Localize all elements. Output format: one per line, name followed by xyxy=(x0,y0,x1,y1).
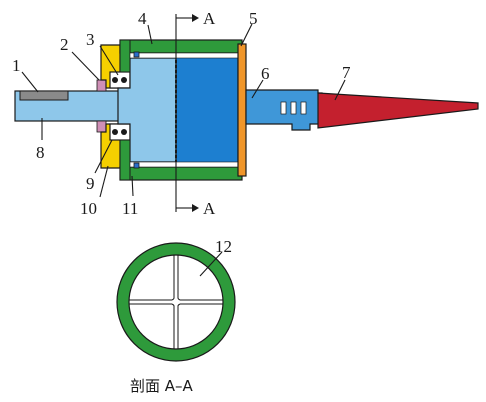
housing-bottom xyxy=(119,166,243,181)
rotor-core xyxy=(175,54,239,166)
callout-9: 9 xyxy=(86,174,95,193)
taper-cone xyxy=(317,92,479,129)
key xyxy=(19,90,69,101)
callout-7: 7 xyxy=(342,63,351,82)
assembly-view: A A 1 2 3 4 5 6 7 8 9 10 11 xyxy=(12,9,479,218)
callout-2: 2 xyxy=(60,35,69,54)
o-ring-top xyxy=(133,51,140,58)
leader-7 xyxy=(334,79,346,101)
callout-1: 1 xyxy=(12,56,21,75)
shaft-stripe-2 xyxy=(290,101,297,115)
o-ring-bottom xyxy=(133,162,140,169)
bearing-ball-top-2 xyxy=(121,77,127,83)
leader-10 xyxy=(99,165,109,198)
housing-left-bottom xyxy=(119,139,131,181)
section-line xyxy=(175,14,199,212)
leader-12 xyxy=(199,251,223,277)
leader-4 xyxy=(147,24,153,45)
section-marker-bottom: A xyxy=(203,199,216,218)
callout-3: 3 xyxy=(86,30,95,49)
seal-top xyxy=(96,79,107,92)
bearing-ball-bottom-2 xyxy=(121,129,127,135)
seal-bottom xyxy=(96,120,107,133)
leader-2 xyxy=(71,51,100,81)
bearing-ball-top-1 xyxy=(112,77,118,83)
section-cross xyxy=(129,255,223,349)
callout-6: 6 xyxy=(261,64,270,83)
gap-top xyxy=(129,52,239,59)
shaft-stripe-3 xyxy=(300,101,307,115)
leader-5 xyxy=(240,23,253,47)
leader-3 xyxy=(99,45,119,76)
callout-12: 12 xyxy=(215,237,232,256)
callout-4: 4 xyxy=(138,9,147,28)
callout-5: 5 xyxy=(249,9,258,28)
bearing-ball-bottom-1 xyxy=(112,129,118,135)
end-plate xyxy=(237,43,247,177)
gap-bottom xyxy=(129,161,239,168)
leader-1 xyxy=(21,71,39,93)
housing-left-top xyxy=(119,39,131,73)
section-view: 12 xyxy=(116,237,236,362)
leader-11 xyxy=(131,175,134,197)
section-inner xyxy=(128,254,224,350)
section-caption: 剖面 A–A xyxy=(130,377,194,395)
callout-10: 10 xyxy=(80,199,97,218)
section-marker-top: A xyxy=(203,9,216,28)
shaft-stripe-1 xyxy=(280,101,287,115)
leader-9 xyxy=(94,139,113,174)
housing-top xyxy=(119,39,243,54)
leader-6 xyxy=(251,79,264,99)
callout-8: 8 xyxy=(36,143,45,162)
callout-11: 11 xyxy=(122,199,138,218)
